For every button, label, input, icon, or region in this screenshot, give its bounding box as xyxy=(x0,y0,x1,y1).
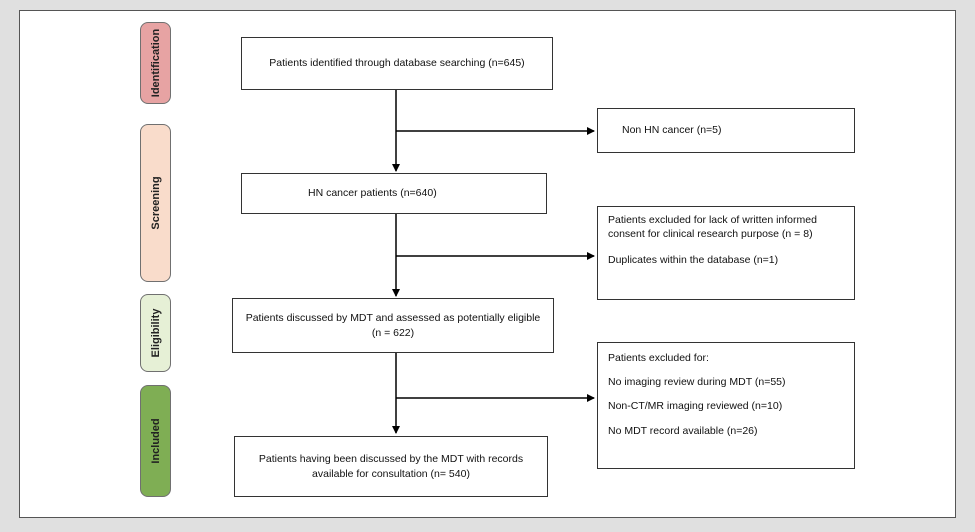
box-excluded-consent: Patients excluded for lack of written in… xyxy=(597,206,855,300)
stage-identification: Identification xyxy=(140,22,171,104)
excluded-reason-1: No imaging review during MDT (n=55) xyxy=(608,376,786,389)
box-non-hn: Non HN cancer (n=5) xyxy=(597,108,855,153)
stage-included: Included xyxy=(140,385,171,497)
mdt-assessed-text: Patients discussed by MDT and assessed a… xyxy=(245,312,541,339)
duplicates-text: Duplicates within the database (n=1) xyxy=(608,254,779,267)
final-included-text: Patients having been discussed by the MD… xyxy=(258,453,524,480)
excluded-consent-text: Patients excluded for lack of written in… xyxy=(608,214,817,241)
non-hn-text: Non HN cancer (n=5) xyxy=(622,124,722,137)
box-identified: Patients identified through database sea… xyxy=(241,37,553,90)
box-hn-patients: HN cancer patients (n=640) xyxy=(241,173,547,214)
box-mdt-assessed: Patients discussed by MDT and assessed a… xyxy=(232,298,554,353)
hn-patients-text: HN cancer patients (n=640) xyxy=(308,187,437,200)
box-excluded-reasons: Patients excluded for: No imaging review… xyxy=(597,342,855,469)
box-final-included: Patients having been discussed by the MD… xyxy=(234,436,548,497)
stage-screening: Screening xyxy=(140,124,171,282)
stage-eligibility: Eligibility xyxy=(140,294,171,372)
excluded-reason-2: Non-CT/MR imaging reviewed (n=10) xyxy=(608,400,783,413)
identified-text: Patients identified through database sea… xyxy=(269,57,525,70)
excluded-reasons-title: Patients excluded for: xyxy=(608,352,709,364)
excluded-reason-3: No MDT record available (n=26) xyxy=(608,424,758,437)
